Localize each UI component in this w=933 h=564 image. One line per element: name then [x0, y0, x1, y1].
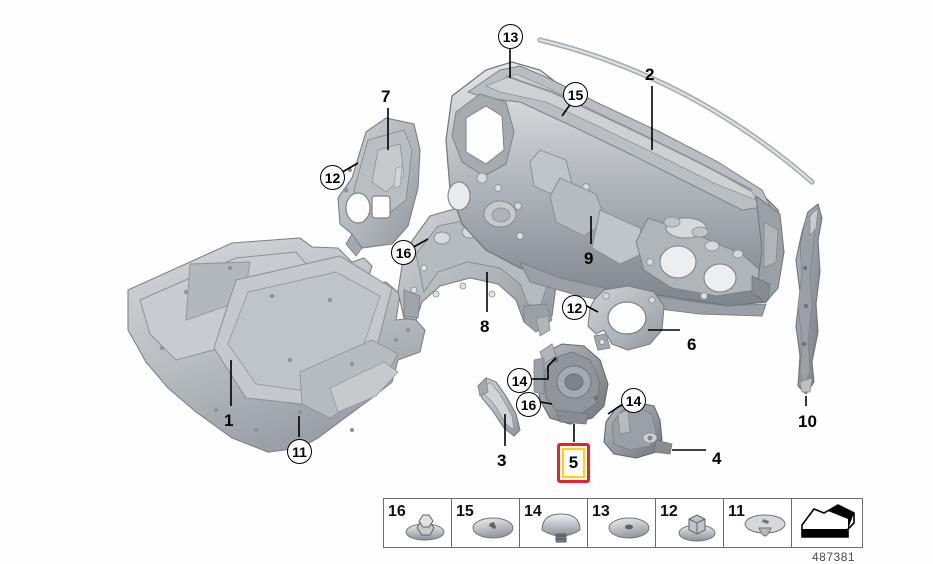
callout-11-fastener[interactable]: 11	[287, 439, 312, 464]
legend-number: 16	[388, 503, 406, 520]
label-1-engine-compartment-insulation[interactable]: 1	[224, 411, 234, 430]
part-9-bulkhead-firewall	[445, 61, 785, 317]
part-6-strut-tower-cover	[587, 285, 665, 351]
highlighted-item-5-number: 5	[562, 448, 585, 478]
callout-16-fastener-upper[interactable]: 16	[391, 240, 416, 265]
label-3-small-bracket-cover[interactable]: 3	[497, 451, 507, 470]
label-8-wheelhouse-insulation[interactable]: 8	[480, 317, 490, 336]
legend-number: 15	[456, 503, 474, 520]
legend-cell-arrow[interactable]	[791, 498, 863, 548]
part-5-acoustic-insulation	[533, 343, 609, 425]
legend-cell-13[interactable]: 13	[587, 498, 655, 548]
hex-nut-washer-icon	[401, 504, 449, 546]
callout-15-fastener[interactable]: 15	[563, 82, 588, 107]
label-4-lower-shield[interactable]: 4	[712, 449, 722, 468]
label-6-strut-tower-cover[interactable]: 6	[687, 335, 697, 354]
callout-16-fastener-lower[interactable]: 16	[516, 392, 541, 417]
legend-cell-15[interactable]: 15	[451, 498, 519, 548]
domed-push-rivet-icon	[537, 504, 585, 546]
block-arrow-icon	[798, 501, 858, 543]
part-2-sealing-strip	[537, 37, 815, 185]
label-9-bulkhead-firewall[interactable]: 9	[584, 249, 594, 268]
part-1-insulation-mat	[127, 237, 426, 453]
callout-13-fastener[interactable]: 13	[498, 24, 523, 49]
legend-cell-11[interactable]: 11	[723, 498, 791, 548]
callout-14-fastener-right[interactable]: 14	[621, 388, 646, 413]
label-7-sound-insulating-panel[interactable]: 7	[381, 87, 391, 106]
legend-number: 12	[660, 503, 678, 520]
part-7-sound-insulating-panel	[337, 117, 421, 257]
highlighted-item-5[interactable]: 5	[557, 443, 590, 483]
callout-14-fastener-left[interactable]: 14	[507, 368, 532, 393]
legend-cell-16[interactable]: 16	[383, 498, 451, 548]
flat-disc-icon	[605, 504, 653, 546]
legend-number: 14	[524, 503, 542, 520]
part-10-pillar-insulation	[795, 203, 823, 395]
legend-number: 11	[728, 503, 745, 520]
phillips-disc-icon	[469, 504, 517, 546]
diagram-part-number: 487381	[812, 550, 856, 564]
label-10-pillar-insulation[interactable]: 10	[798, 412, 817, 431]
fastener-legend-table: 16 15 14 13 12 11	[383, 498, 863, 548]
label-2-sealing-strip[interactable]: 2	[645, 65, 655, 84]
legend-cell-12[interactable]: 12	[655, 498, 723, 548]
callout-12-fastener-lower[interactable]: 12	[562, 295, 587, 320]
callout-12-fastener-upper[interactable]: 12	[320, 165, 345, 190]
part-4-lower-shield	[603, 401, 673, 459]
part-3-narrow-cover	[477, 377, 521, 437]
legend-number: 13	[592, 503, 610, 520]
hex-nut-flange-icon	[673, 504, 721, 546]
cone-clip-icon	[741, 504, 789, 546]
legend-cell-14[interactable]: 14	[519, 498, 587, 548]
